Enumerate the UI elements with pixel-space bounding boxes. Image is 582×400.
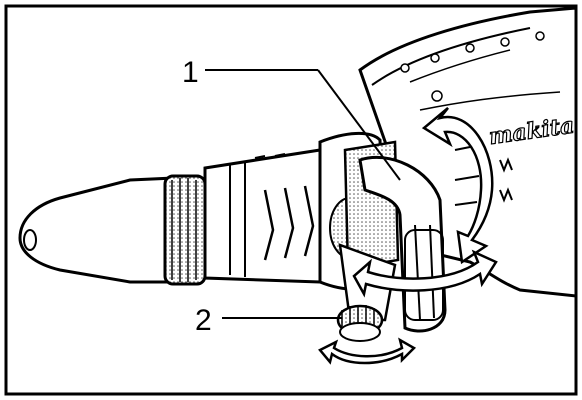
rotation-arrows [318, 107, 498, 365]
clamp-knob [336, 304, 384, 342]
horizontal-rotation-arrow [352, 249, 498, 298]
callout-1: 1 [182, 56, 199, 89]
vertical-rotation-arrow [421, 107, 494, 265]
knob-rotation-arrow [318, 337, 417, 365]
callout-2: 2 [195, 304, 212, 337]
callout-leader-1b [317, 69, 401, 181]
